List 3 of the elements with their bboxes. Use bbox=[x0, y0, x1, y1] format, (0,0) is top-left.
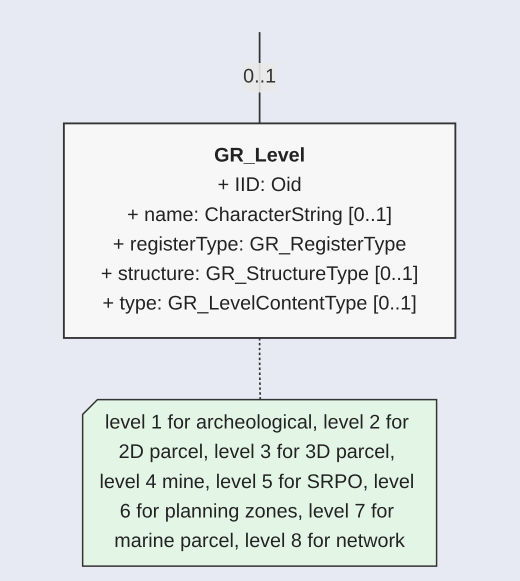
edge-label: 0..1 bbox=[244, 66, 276, 88]
node-box: GR_Level + IID: Oid + name: CharacterString [0..1] + registerType: GR_RegisterType + structure: GR_StructureType [0..1] + type: GR_LevelContentType [0..1] bbox=[63, 122, 457, 339]
connector bbox=[259, 338, 262, 400]
